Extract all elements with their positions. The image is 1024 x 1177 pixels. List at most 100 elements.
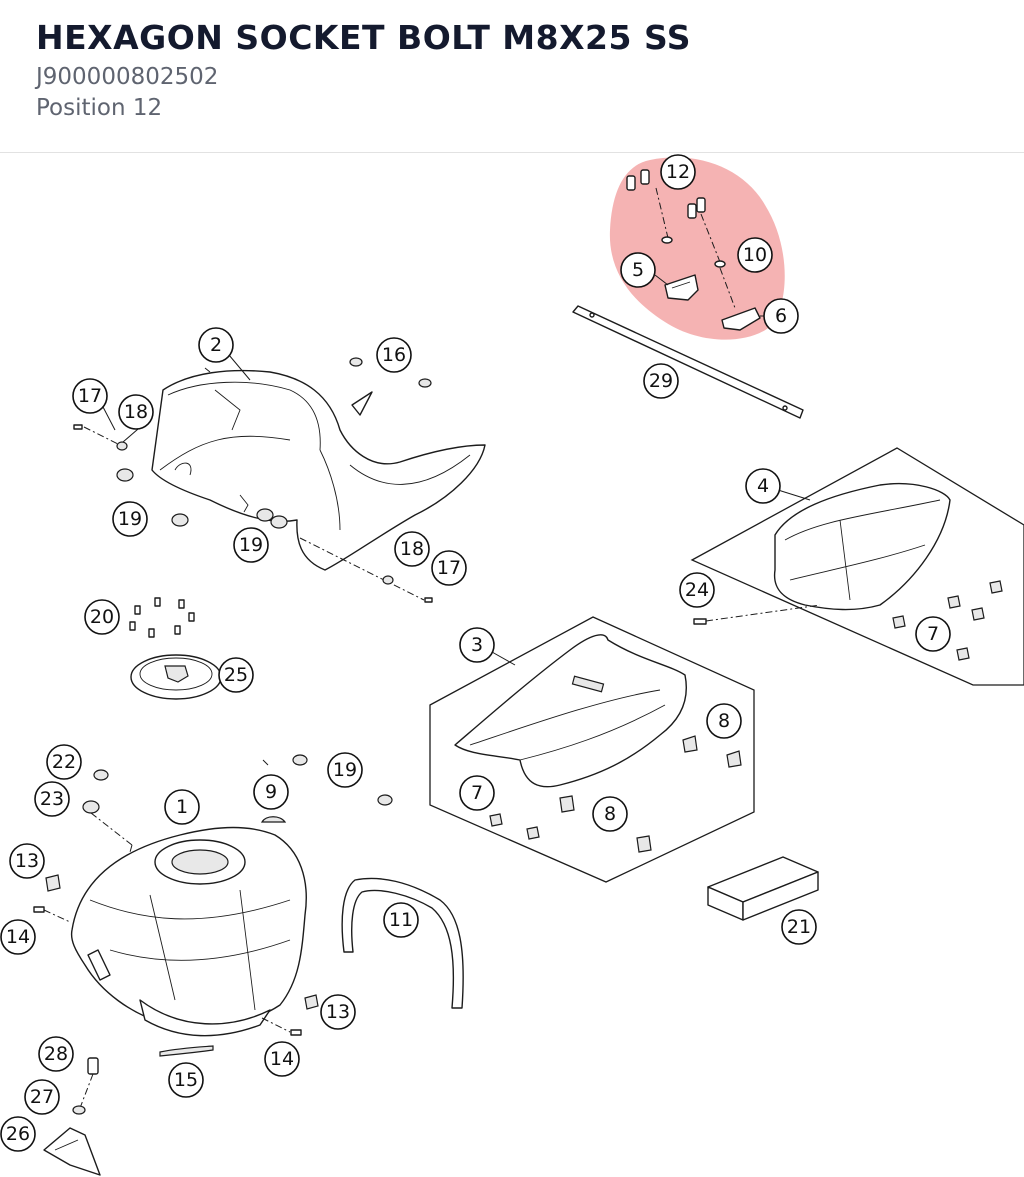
callout-17[interactable]: 17 xyxy=(431,550,467,586)
part-29-strap[interactable] xyxy=(572,305,804,419)
callout-10[interactable]: 10 xyxy=(737,237,773,273)
callout-13[interactable]: 13 xyxy=(9,843,45,879)
callout-19[interactable]: 19 xyxy=(327,752,363,788)
part-4-rear-seat-panel[interactable] xyxy=(690,447,1024,686)
part-28-bolt[interactable] xyxy=(79,1057,99,1109)
callout-28[interactable]: 28 xyxy=(38,1036,74,1072)
callout-14[interactable]: 14 xyxy=(264,1041,300,1077)
part-22-cap[interactable] xyxy=(93,769,109,781)
callout-26[interactable]: 26 xyxy=(0,1116,36,1152)
callout-12[interactable]: 12 xyxy=(660,154,696,190)
part-20-screws[interactable] xyxy=(129,597,195,638)
callout-21[interactable]: 21 xyxy=(781,909,817,945)
part-11-frame-tube[interactable] xyxy=(341,877,464,1009)
part-14-screws[interactable] xyxy=(33,906,302,1036)
callout-circle xyxy=(112,501,148,537)
part-19-grommets[interactable] xyxy=(116,468,393,806)
callout-circle xyxy=(781,909,817,945)
part-1-fuel-tank[interactable] xyxy=(70,826,307,1037)
callout-label: 13 xyxy=(326,1001,350,1023)
callout-circle xyxy=(168,1062,204,1098)
callout-20[interactable]: 20 xyxy=(84,599,120,635)
callout-label: 13 xyxy=(15,850,39,872)
callout-7[interactable]: 7 xyxy=(915,616,951,652)
callout-label: 7 xyxy=(471,782,483,804)
callout-13[interactable]: 13 xyxy=(320,994,356,1030)
callout-29[interactable]: 29 xyxy=(643,363,679,399)
callout-16[interactable]: 16 xyxy=(376,337,412,373)
callout-circle xyxy=(9,843,45,879)
selected-part-highlight xyxy=(609,157,785,340)
callout-6[interactable]: 6 xyxy=(763,298,799,334)
part-17-screws[interactable] xyxy=(73,424,433,603)
callout-label: 1 xyxy=(176,796,188,818)
part-26-bracket[interactable] xyxy=(43,1127,101,1176)
part-25-fuel-cap[interactable] xyxy=(130,654,222,700)
callout-label: 11 xyxy=(389,909,413,931)
part-13-clips[interactable] xyxy=(45,874,319,1010)
part-18-washers[interactable] xyxy=(116,441,394,585)
part-2-fairing[interactable] xyxy=(151,369,486,571)
callout-24[interactable]: 24 xyxy=(679,572,715,608)
part-7-clips-rear[interactable] xyxy=(892,580,1003,661)
callout-label: 8 xyxy=(604,803,616,825)
part-position: Position 12 xyxy=(36,95,163,121)
callout-1[interactable]: 1 xyxy=(164,789,200,825)
callout-label: 20 xyxy=(90,606,114,628)
callout-4[interactable]: 4 xyxy=(745,468,781,504)
callout-7[interactable]: 7 xyxy=(459,775,495,811)
part-24-screw[interactable] xyxy=(693,604,821,625)
callout-circle xyxy=(394,531,430,567)
callout-circle xyxy=(706,703,742,739)
callout-circle xyxy=(34,781,70,817)
callout-8[interactable]: 8 xyxy=(706,703,742,739)
callout-label: 17 xyxy=(437,557,461,579)
callout-2[interactable]: 2 xyxy=(198,327,234,363)
callout-label: 29 xyxy=(649,370,673,392)
callout-27[interactable]: 27 xyxy=(24,1079,60,1115)
callout-22[interactable]: 22 xyxy=(46,744,82,780)
callout-11[interactable]: 11 xyxy=(383,902,419,938)
callout-15[interactable]: 15 xyxy=(168,1062,204,1098)
callout-circle xyxy=(218,657,254,693)
part-21-foam-block[interactable] xyxy=(707,856,819,921)
callout-23[interactable]: 23 xyxy=(34,781,70,817)
callout-circle xyxy=(679,572,715,608)
callout-circle xyxy=(253,774,289,810)
callout-circle xyxy=(592,796,628,832)
callout-label: 22 xyxy=(52,751,76,773)
callout-18[interactable]: 18 xyxy=(394,531,430,567)
part-27-washer[interactable] xyxy=(72,1105,86,1115)
callout-label: 3 xyxy=(471,634,483,656)
part-3-front-seat-panel[interactable] xyxy=(429,616,755,883)
part-12-socket-bolts[interactable] xyxy=(626,169,721,263)
callout-circle xyxy=(620,252,656,288)
callout-5[interactable]: 5 xyxy=(620,252,656,288)
part-10-washers[interactable] xyxy=(661,236,736,309)
callout-label: 18 xyxy=(400,538,424,560)
part-7-clips-front[interactable] xyxy=(489,813,540,840)
callout-25[interactable]: 25 xyxy=(218,657,254,693)
part-16-grommets[interactable] xyxy=(349,357,432,388)
callout-9[interactable]: 9 xyxy=(253,774,289,810)
callout-8[interactable]: 8 xyxy=(592,796,628,832)
callout-19[interactable]: 19 xyxy=(233,527,269,563)
callout-14[interactable]: 14 xyxy=(0,919,36,955)
callout-circle xyxy=(660,154,696,190)
callout-label: 25 xyxy=(224,664,248,686)
callout-18[interactable]: 18 xyxy=(118,394,154,430)
callout-label: 17 xyxy=(78,385,102,407)
part-5-bracket[interactable] xyxy=(654,274,699,301)
part-15-strip[interactable] xyxy=(159,1045,214,1057)
callout-17[interactable]: 17 xyxy=(72,378,108,414)
callout-label: 5 xyxy=(632,259,644,281)
part-9-pad[interactable] xyxy=(260,816,287,823)
callout-circle xyxy=(376,337,412,373)
callout-19[interactable]: 19 xyxy=(112,501,148,537)
callout-circle xyxy=(0,1116,36,1152)
part-8-clips[interactable] xyxy=(559,735,742,853)
part-header: HEXAGON SOCKET BOLT M8X25 SS J9000008025… xyxy=(0,0,1024,153)
callout-3[interactable]: 3 xyxy=(459,627,495,663)
